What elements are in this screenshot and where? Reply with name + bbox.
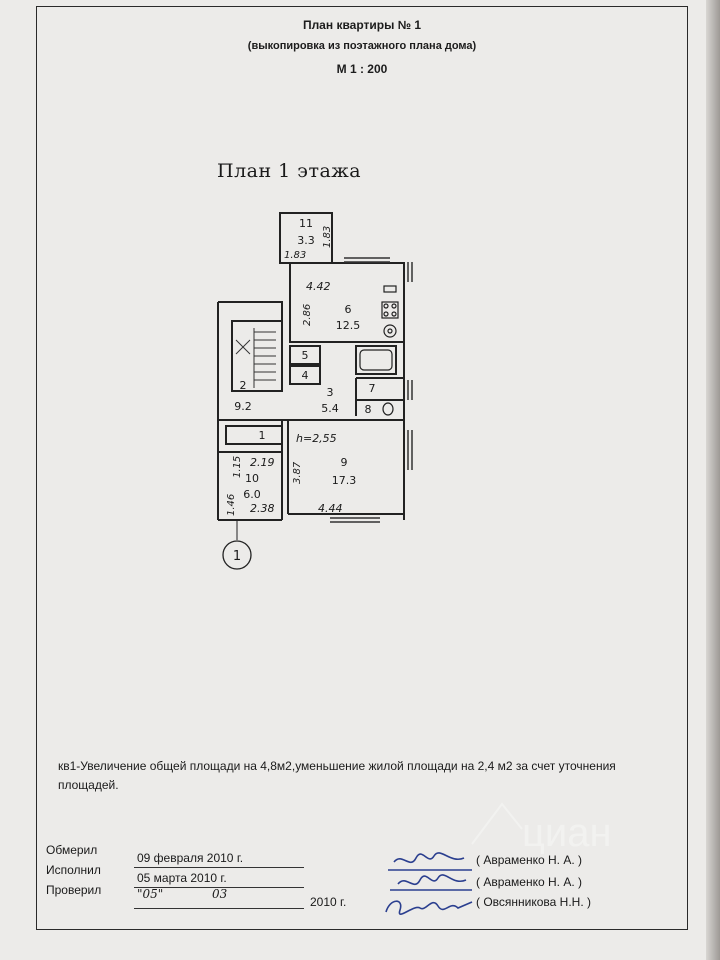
room-9-area: 17.3 bbox=[332, 474, 357, 487]
measured-by-label: Обмерил bbox=[46, 843, 98, 857]
watermark-text: циан bbox=[522, 811, 612, 855]
measured-by-line bbox=[134, 867, 304, 868]
room-2-area: 9.2 bbox=[234, 400, 252, 413]
bathtub-icon bbox=[359, 349, 393, 371]
dim-11-left: 1.83 bbox=[284, 250, 306, 261]
toilet-icon bbox=[382, 402, 394, 416]
stove-hood-icon bbox=[383, 285, 397, 293]
room-5-number: 5 bbox=[302, 349, 309, 362]
windows bbox=[330, 257, 413, 523]
checked-by-month: 03 bbox=[212, 887, 228, 901]
signature-scribbles bbox=[385, 852, 473, 915]
dim-10-a: 1.15 bbox=[232, 456, 243, 478]
signature-2 bbox=[397, 874, 467, 886]
room-6-number: 6 bbox=[345, 303, 352, 316]
measured-by-date: 09 февраля 2010 г. bbox=[137, 851, 244, 865]
watermark-logo-icon bbox=[471, 802, 523, 845]
dim-10-d: 2.38 bbox=[250, 502, 275, 515]
axis-marker-label: 1 bbox=[233, 549, 241, 564]
checked-by-line bbox=[134, 908, 304, 909]
scale-label: М 1 : 200 bbox=[336, 62, 388, 76]
room-10-number: 10 bbox=[245, 472, 259, 485]
sink-icon bbox=[383, 324, 397, 338]
ceiling-height: h=2,55 bbox=[296, 432, 337, 445]
stove-icon bbox=[381, 301, 399, 319]
executed-by-date: 05 марта 2010 г. bbox=[137, 871, 227, 885]
document-frame bbox=[36, 6, 688, 930]
stair-treads bbox=[235, 328, 276, 388]
room-1-number: 1 bbox=[259, 429, 266, 442]
checked-by-label: Проверил bbox=[46, 883, 102, 897]
plan-walls bbox=[217, 212, 405, 521]
watermark: циан bbox=[452, 784, 652, 874]
checked-by-year: 2010 г. bbox=[310, 895, 347, 909]
room-9-number: 9 bbox=[341, 456, 348, 469]
dim-10-c: 1.46 bbox=[226, 494, 237, 516]
measured-by-name: ( Авраменко Н. А. ) bbox=[476, 853, 583, 867]
floor-title: План 1 этажа bbox=[217, 160, 362, 182]
room-4-number: 4 bbox=[302, 369, 309, 382]
document-subtitle: (выкопировка из поэтажного плана дома) bbox=[247, 40, 477, 52]
room-7-number: 7 bbox=[369, 382, 376, 395]
room-10-area: 6.0 bbox=[243, 488, 261, 501]
page-edge bbox=[706, 0, 720, 960]
room-6-area: 12.5 bbox=[336, 319, 361, 332]
room-2-number: 2 bbox=[240, 379, 247, 392]
signature-3 bbox=[385, 900, 473, 915]
executed-by-line bbox=[134, 887, 304, 888]
dim-6-width: 4.42 bbox=[306, 280, 331, 293]
dim-6-height: 2.86 bbox=[302, 304, 313, 326]
room-11-number: 11 bbox=[299, 217, 313, 230]
room-3-area: 5.4 bbox=[321, 402, 339, 415]
executed-by-name: ( Авраменко Н. А. ) bbox=[476, 875, 583, 889]
document-title: План квартиры № 1 bbox=[302, 18, 422, 32]
dim-9-width: 4.44 bbox=[318, 502, 343, 515]
dim-9-height: 3.87 bbox=[292, 461, 303, 484]
area-change-note: кв1-Увеличение общей площади на 4,8м2,ум… bbox=[58, 759, 616, 792]
signature-1 bbox=[393, 852, 465, 864]
room-3-number: 3 bbox=[327, 386, 334, 399]
dim-10-b: 2.19 bbox=[250, 456, 275, 469]
checked-by-day: "05" bbox=[137, 887, 164, 901]
room-11-area: 3.3 bbox=[297, 234, 315, 247]
dim-11-right: 1.83 bbox=[322, 226, 333, 248]
room-8-number: 8 bbox=[365, 403, 372, 416]
executed-by-label: Исполнил bbox=[46, 863, 101, 877]
checked-by-name: ( Овсянникова Н.Н. ) bbox=[476, 895, 591, 909]
axis-marker-circle bbox=[222, 540, 252, 570]
